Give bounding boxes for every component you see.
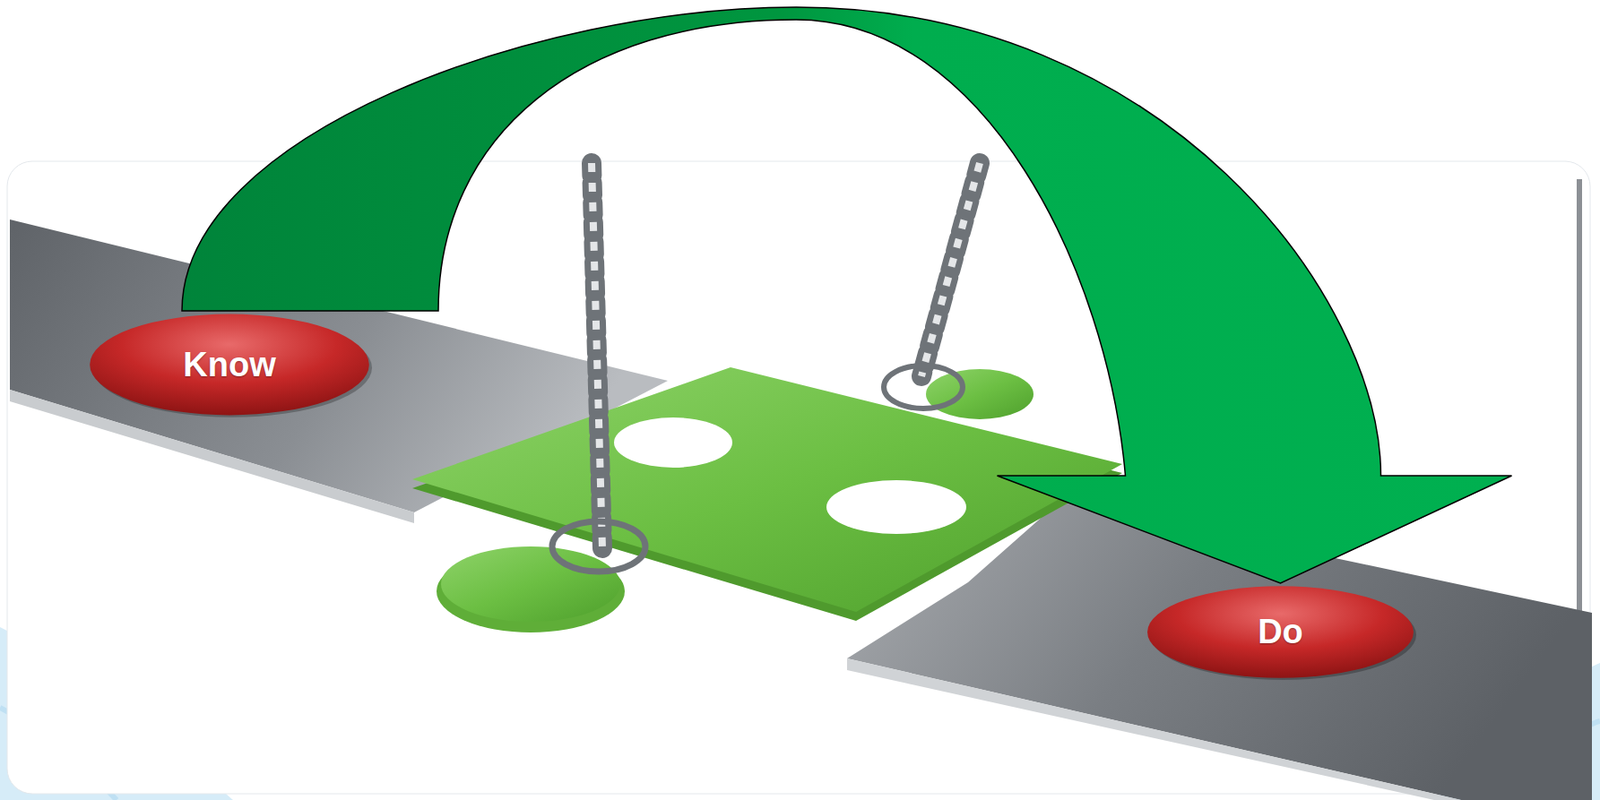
- ellipse-node: Know: [86, 311, 372, 419]
- ellipse-node: Do: [1144, 583, 1417, 682]
- node-label: Do: [1257, 613, 1304, 652]
- chain: [552, 163, 980, 572]
- node-label: Know: [182, 345, 276, 385]
- puzzle-piece: [412, 367, 1123, 633]
- curved-arrow: [181, 7, 1513, 584]
- plank-edge: [847, 658, 1462, 800]
